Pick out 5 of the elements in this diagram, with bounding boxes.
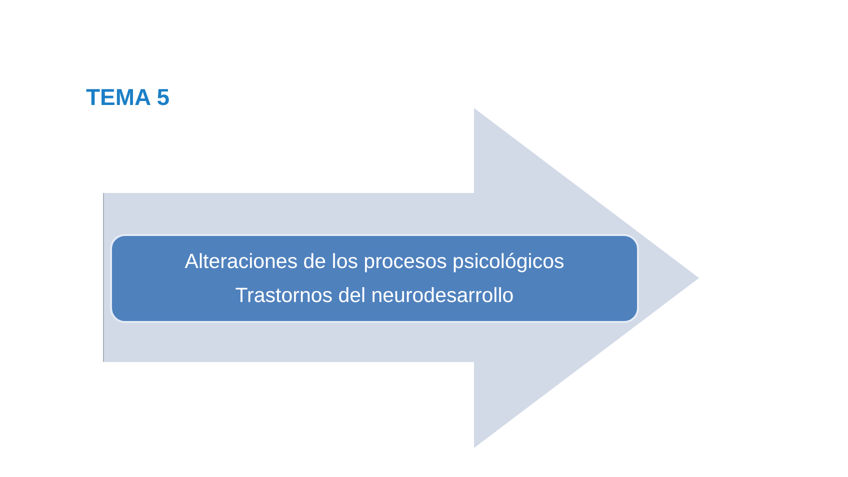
topic-text: Trastornos del neurodesarrollo [235,282,514,308]
topic-text: Alteraciones de los procesos psicológicos [184,248,564,274]
rounded-box [110,234,639,323]
title: TEMA 5 [86,83,170,111]
arrow-shape [103,108,699,448]
